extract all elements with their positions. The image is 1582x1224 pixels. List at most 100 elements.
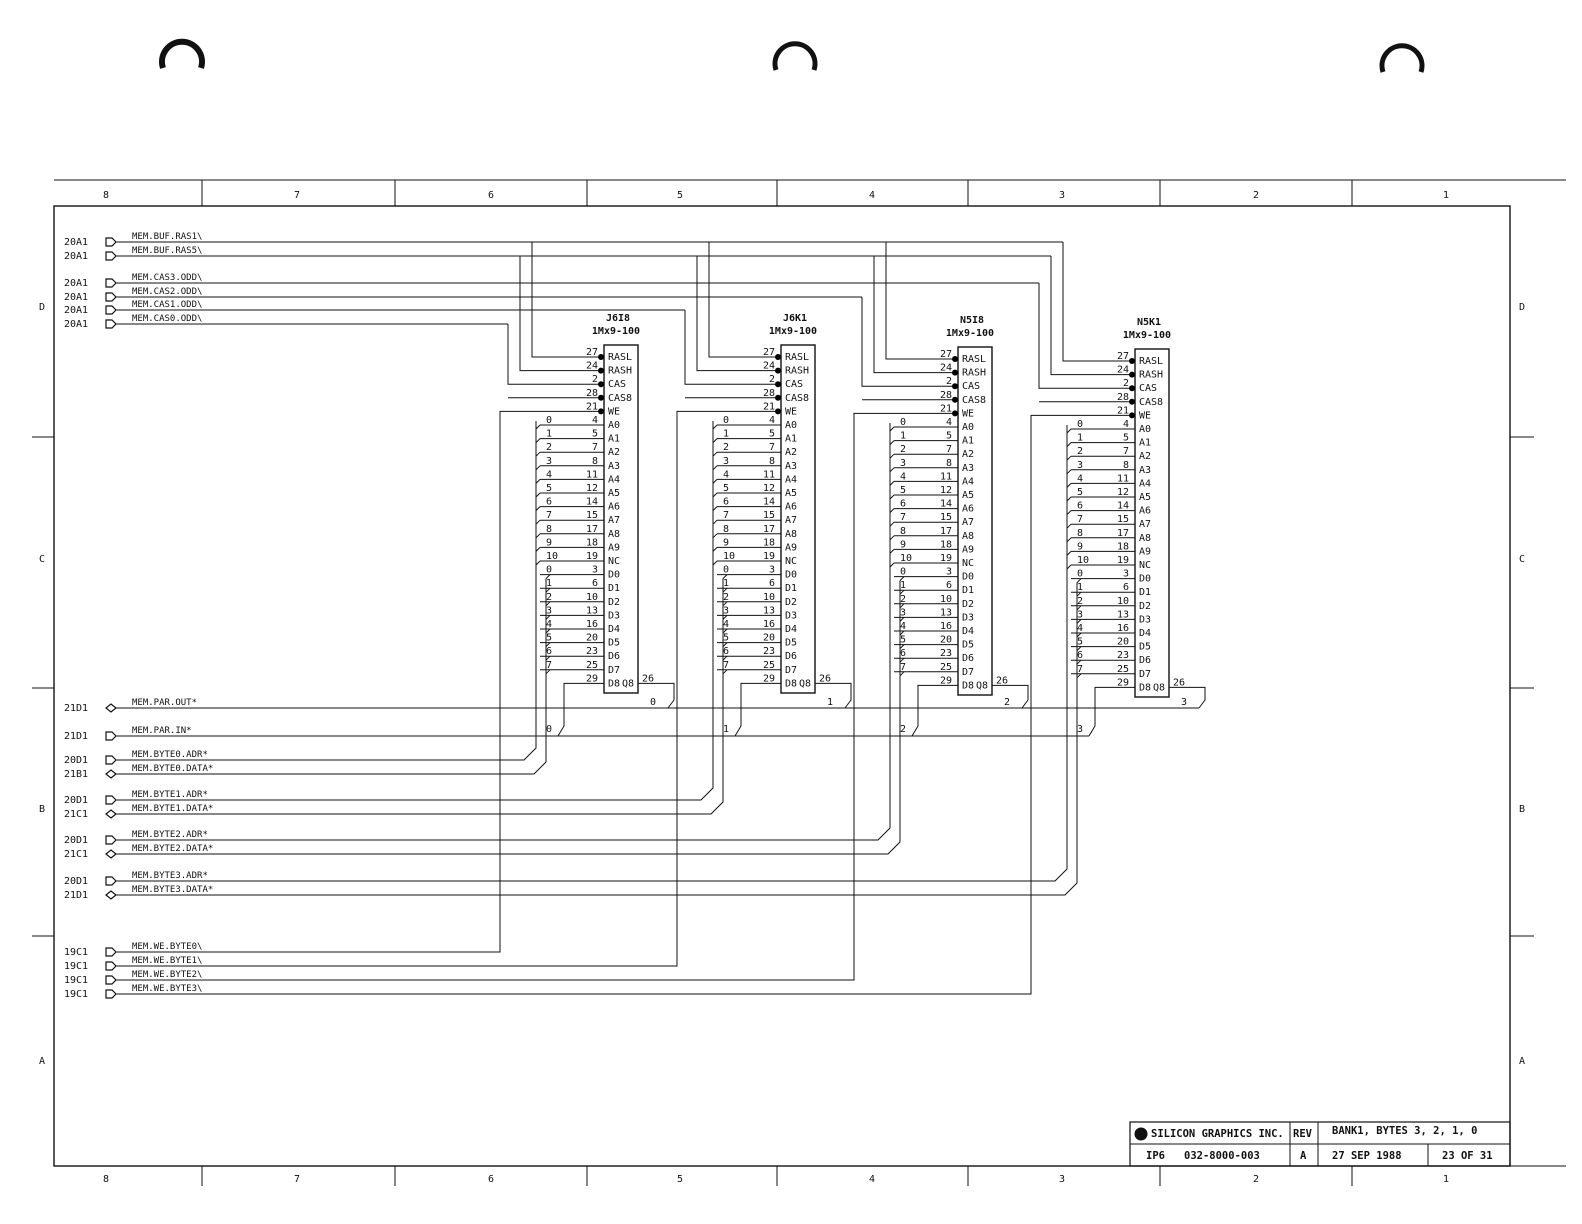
input-port-icon xyxy=(105,975,117,985)
signal-ref: 20A1 xyxy=(64,305,88,316)
pin-name: WE xyxy=(608,406,620,417)
pin-number: 12 xyxy=(940,485,952,496)
pin-number: 10 xyxy=(940,594,952,605)
pin-number: 6 xyxy=(769,578,775,589)
company-logo-icon xyxy=(1134,1127,1148,1141)
pin-name-q8: Q8 xyxy=(799,678,811,689)
signal-name: MEM.BYTE0.DATA* xyxy=(132,764,213,774)
pin-number: 18 xyxy=(763,537,775,548)
bus-bit-label: 0 xyxy=(723,415,729,426)
signal-ref: 21D1 xyxy=(64,731,88,742)
pin-number: 20 xyxy=(1117,637,1129,648)
pin-name: A4 xyxy=(608,474,620,485)
bus-bit-label: 1 xyxy=(1077,582,1083,593)
bus-bit-label: 7 xyxy=(723,660,729,671)
pin-name: D3 xyxy=(785,610,797,621)
pin-number: 26 xyxy=(819,673,831,684)
pin-name: A4 xyxy=(1139,478,1151,489)
pin-name: A1 xyxy=(785,434,797,445)
sheet-number: 23 OF 31 xyxy=(1442,1150,1493,1162)
pin-name: D4 xyxy=(785,624,797,635)
zone-column-label: 5 xyxy=(677,1174,683,1185)
bus-bit-label: 4 xyxy=(900,471,906,482)
parity-bit-label: 0 xyxy=(546,724,552,735)
signal-name: MEM.BUF.RAS5\ xyxy=(132,246,202,256)
bus-bit-label: 5 xyxy=(1077,487,1083,498)
pin-number: 19 xyxy=(763,551,775,562)
bus-entry xyxy=(712,560,718,566)
parity-out-tap xyxy=(844,682,852,709)
inversion-bubble xyxy=(598,367,604,374)
pin-name: A1 xyxy=(962,436,974,447)
pin-number: 19 xyxy=(586,551,598,562)
rasl-wire xyxy=(531,242,570,358)
rash-wire xyxy=(519,256,570,372)
rash-wire xyxy=(696,256,747,372)
input-port-icon xyxy=(105,305,117,315)
pin-number: 3 xyxy=(946,567,952,578)
chip-refdes: J6I8 xyxy=(606,313,630,324)
pin-name: CAS xyxy=(608,379,626,390)
bus-bit-label: 4 xyxy=(1077,473,1083,484)
pin-number: 7 xyxy=(946,444,952,455)
bus-entry xyxy=(712,519,718,525)
pin-name: D0 xyxy=(608,570,620,581)
drawing-title: BANK1, BYTES 3, 2, 1, 0 xyxy=(1332,1125,1477,1137)
inversion-bubble xyxy=(598,354,604,360)
pin-number: 21 xyxy=(940,403,952,414)
pin-name: A2 xyxy=(785,447,797,458)
zone-column-label: 8 xyxy=(103,190,109,201)
bus-bit-label: 1 xyxy=(723,429,729,440)
pin-number: 15 xyxy=(586,510,598,521)
pin-name: CAS8 xyxy=(1139,397,1163,408)
bus-bit-label: 7 xyxy=(900,662,906,673)
pin-name: A8 xyxy=(962,531,974,542)
pin-number: 14 xyxy=(1117,501,1129,512)
bus-entry xyxy=(535,547,541,552)
bus-bit-label: 10 xyxy=(546,551,558,562)
bus-bit-label: 3 xyxy=(723,456,729,467)
pin-number: 7 xyxy=(1123,446,1129,457)
pin-number: 27 xyxy=(940,349,952,360)
input-port-icon xyxy=(105,278,117,288)
bus-entry xyxy=(1076,591,1082,597)
bus-entry xyxy=(535,560,541,566)
bus-entry xyxy=(535,479,541,484)
binder-hole-icon xyxy=(159,38,205,69)
pin-name: A7 xyxy=(1139,519,1151,530)
zone-column-label: 7 xyxy=(294,1174,300,1185)
pin-name: D2 xyxy=(785,597,797,608)
bus-entry xyxy=(889,467,895,473)
pin-name: A0 xyxy=(962,422,974,433)
pin-name: CAS8 xyxy=(962,395,986,406)
pin-number: 2 xyxy=(946,376,952,387)
pin-number: 6 xyxy=(946,580,952,591)
pin-name: A7 xyxy=(608,515,620,526)
bidir-port-icon xyxy=(105,809,117,819)
inversion-bubble xyxy=(1129,371,1135,378)
bus-bit-label: 0 xyxy=(1077,569,1083,580)
bus-entry xyxy=(712,451,718,457)
pin-name: A2 xyxy=(608,447,620,458)
bus-entry xyxy=(722,615,728,620)
pin-name: WE xyxy=(1139,410,1151,421)
parity-bit-label: 3 xyxy=(1077,724,1083,735)
pin-number: 17 xyxy=(940,526,952,537)
input-port-icon xyxy=(105,292,117,302)
pin-number: 4 xyxy=(592,415,598,426)
pin-name: A4 xyxy=(785,474,797,485)
zone-column-label: 8 xyxy=(103,1174,109,1185)
zone-column-label: 6 xyxy=(488,190,494,201)
signal-name: MEM.PAR.IN* xyxy=(132,726,192,736)
pin-name: A3 xyxy=(608,461,620,472)
bus-entry xyxy=(889,562,895,568)
chip-body xyxy=(780,344,816,694)
title-block: SILICON GRAPHICS INC. REV BANK1, BYTES 3… xyxy=(1129,1121,1511,1167)
pin-name: D5 xyxy=(608,638,620,649)
bus-entry xyxy=(889,453,895,459)
signal-ref: 19C1 xyxy=(64,989,88,1000)
bus-entry xyxy=(1066,510,1072,515)
pin-number: 16 xyxy=(763,619,775,630)
bus-bit-label: 3 xyxy=(546,605,552,616)
bus-entry xyxy=(712,465,718,471)
